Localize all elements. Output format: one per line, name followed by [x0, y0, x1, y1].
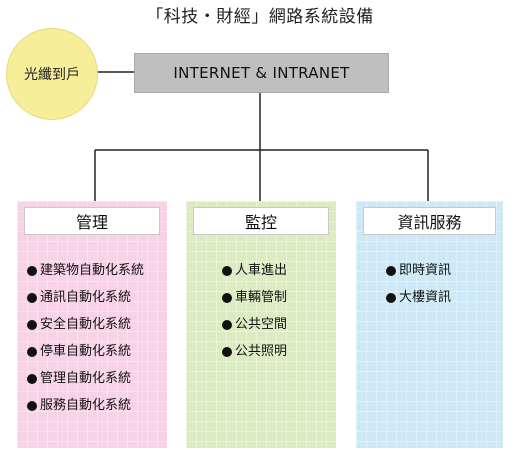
item-label: 通訊自動化系統: [40, 290, 132, 305]
info-service-item-list: 即時資訊 大樓資訊: [386, 263, 451, 317]
diagram-title: 「科技・財經」網路系統設備: [146, 7, 374, 27]
item-label: 大樓資訊: [399, 290, 452, 305]
bullet-icon: [27, 266, 37, 276]
bullet-icon: [222, 266, 232, 276]
bullet-icon: [222, 347, 232, 357]
fiber-label: 光纖到戶: [24, 67, 80, 83]
bullet-icon: [222, 293, 232, 303]
list-item: 即時資訊: [386, 263, 451, 290]
panel-header-info-service: 資訊服務: [363, 207, 496, 235]
bullet-icon: [222, 320, 232, 330]
item-label: 人車進出: [235, 263, 288, 278]
bullet-icon: [27, 320, 37, 330]
item-label: 安全自動化系統: [40, 317, 132, 332]
bullet-icon: [27, 293, 37, 303]
bullet-icon: [27, 374, 37, 384]
network-label: INTERNET & INTRANET: [173, 64, 350, 82]
list-item: 管理自動化系統: [27, 371, 144, 398]
bullet-icon: [386, 266, 396, 276]
item-label: 服務自動化系統: [40, 398, 132, 413]
item-label: 公共空間: [235, 317, 288, 332]
fiber-to-home-node: 光纖到戶: [6, 28, 98, 120]
list-item: 停車自動化系統: [27, 344, 144, 371]
panel-header-monitoring: 監控: [193, 207, 329, 235]
item-label: 停車自動化系統: [40, 344, 132, 359]
bullet-icon: [386, 293, 396, 303]
list-item: 通訊自動化系統: [27, 290, 144, 317]
list-item: 公共照明: [222, 344, 287, 371]
item-label: 即時資訊: [399, 263, 452, 278]
list-item: 安全自動化系統: [27, 317, 144, 344]
management-item-list: 建築物自動化系統 通訊自動化系統 安全自動化系統 停車自動化系統 管理自動化系統…: [27, 263, 144, 425]
item-label: 管理自動化系統: [40, 371, 132, 386]
list-item: 車輛管制: [222, 290, 287, 317]
list-item: 建築物自動化系統: [27, 263, 144, 290]
item-label: 車輛管制: [235, 290, 288, 305]
monitoring-panel: 監控 人車進出 車輛管制 公共空間 公共照明: [186, 201, 336, 448]
management-panel: 管理 建築物自動化系統 通訊自動化系統 安全自動化系統 停車自動化系統 管理自動…: [17, 201, 167, 448]
network-box: INTERNET & INTRANET: [134, 53, 389, 93]
bullet-icon: [27, 347, 37, 357]
panel-header-management: 管理: [24, 207, 160, 235]
list-item: 公共空間: [222, 317, 287, 344]
list-item: 服務自動化系統: [27, 398, 144, 425]
item-label: 公共照明: [235, 344, 288, 359]
info-service-panel: 資訊服務 即時資訊 大樓資訊: [356, 201, 503, 448]
list-item: 人車進出: [222, 263, 287, 290]
bullet-icon: [27, 401, 37, 411]
monitoring-item-list: 人車進出 車輛管制 公共空間 公共照明: [222, 263, 287, 371]
item-label: 建築物自動化系統: [40, 263, 145, 278]
list-item: 大樓資訊: [386, 290, 451, 317]
